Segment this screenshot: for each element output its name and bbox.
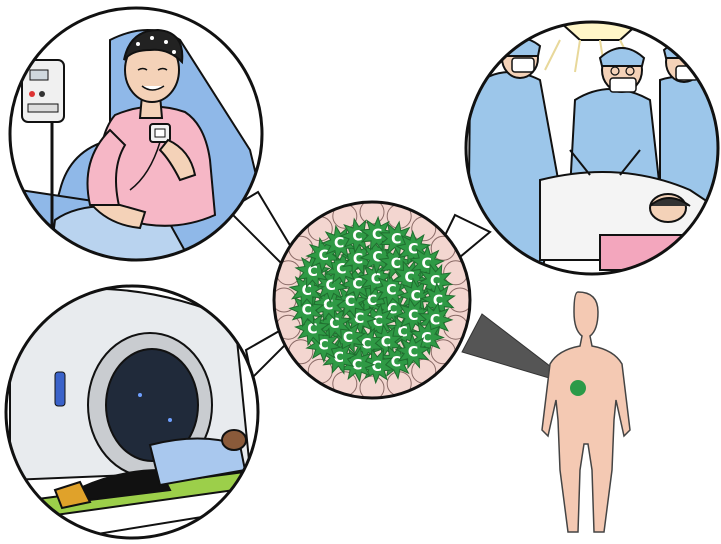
surgery-panel bbox=[466, 16, 720, 280]
cell-marker: C bbox=[345, 294, 355, 310]
chemotherapy-panel bbox=[10, 8, 262, 260]
cell-marker: C bbox=[323, 297, 333, 313]
cell-marker: C bbox=[372, 249, 382, 265]
cell-marker: C bbox=[319, 248, 329, 264]
cell-marker: C bbox=[372, 359, 382, 375]
cell-marker: C bbox=[408, 345, 418, 361]
cell-marker: C bbox=[373, 314, 383, 330]
cell-marker: C bbox=[334, 236, 344, 252]
cell-marker: C bbox=[372, 227, 382, 243]
cell-marker: C bbox=[391, 355, 401, 371]
cell-marker: C bbox=[408, 308, 418, 324]
tumor-location-marker bbox=[570, 380, 586, 396]
human-body-figure bbox=[542, 292, 630, 532]
cell-marker: C bbox=[343, 330, 353, 346]
radiotherapy-panel bbox=[6, 286, 275, 544]
cell-marker: C bbox=[367, 293, 377, 309]
cell-marker: C bbox=[353, 251, 363, 267]
cell-marker: C bbox=[386, 282, 396, 298]
cell-marker: C bbox=[352, 357, 362, 373]
cell-marker: C bbox=[430, 313, 440, 329]
cell-marker: C bbox=[302, 303, 312, 319]
cell-marker: C bbox=[318, 338, 328, 354]
